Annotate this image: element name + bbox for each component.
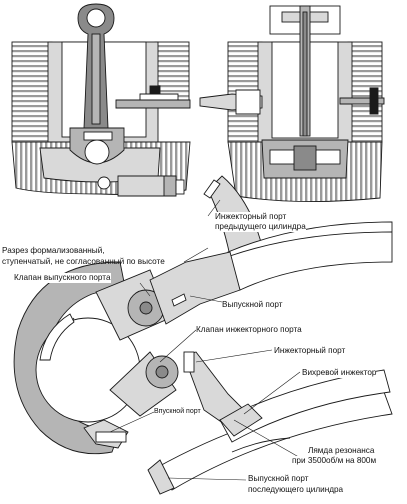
bottom-bearing bbox=[97, 176, 111, 190]
wrist-pin bbox=[84, 139, 110, 165]
r-right-injector-stem bbox=[369, 87, 379, 115]
leader-exhaust-port bbox=[189, 295, 223, 303]
right-engine-section bbox=[199, 5, 385, 203]
leader-intake bbox=[109, 411, 155, 433]
side-pipe bbox=[117, 175, 171, 197]
label-injector-port: Инжекторный порт bbox=[274, 346, 346, 356]
label-lambda-line1: Лямда резонанса bbox=[308, 446, 375, 456]
next-exhaust-flange bbox=[147, 459, 175, 495]
right-fins-outer bbox=[154, 41, 190, 101]
injector-body bbox=[115, 99, 191, 109]
side-pipe-flange bbox=[163, 175, 177, 197]
leader-cut bbox=[183, 247, 209, 263]
leader-injector-port bbox=[195, 349, 273, 363]
label-exhaust-port: Выпускной порт bbox=[222, 300, 283, 310]
label-cut-line1: Разрез формализованный, bbox=[2, 246, 105, 255]
leader-injector-valve bbox=[159, 329, 197, 363]
label-next-exhaust-line2: последующего цилиндра bbox=[248, 485, 344, 495]
injector-valve-hub bbox=[155, 365, 169, 379]
exhaust-port-duct bbox=[149, 251, 241, 325]
r-crank-pin bbox=[293, 145, 317, 171]
prev-injector-flange bbox=[203, 179, 221, 199]
leader-lines bbox=[109, 199, 305, 481]
plan-view bbox=[13, 175, 393, 495]
injector-plate bbox=[139, 93, 179, 101]
label-intake-port: Впускной порт bbox=[154, 407, 201, 417]
side-pipe-end bbox=[175, 179, 185, 195]
leader-vortex bbox=[243, 371, 301, 415]
r-left-injector-cap bbox=[235, 89, 261, 115]
leader-exhaust-valve bbox=[139, 282, 151, 297]
piston-window bbox=[83, 131, 113, 141]
left-engine-section bbox=[11, 3, 191, 197]
rod-slot bbox=[91, 33, 101, 125]
small-end-hole bbox=[86, 8, 106, 28]
left-fins-outer bbox=[11, 41, 53, 143]
vortex-injector bbox=[219, 403, 263, 437]
exhaust-valve-hub bbox=[139, 301, 153, 315]
vortex-line bbox=[231, 437, 291, 453]
exhaust-port-flange bbox=[171, 293, 187, 307]
label-lambda-line2: при 3500об/м на 800м bbox=[292, 456, 377, 466]
leader-next-exhaust bbox=[167, 477, 247, 481]
label-injector-valve: Клапан инжекторного порта bbox=[196, 325, 302, 335]
label-vortex-injector: Вихревой инжектор bbox=[302, 368, 377, 378]
upper-exhaust-pipe bbox=[227, 221, 393, 291]
leader-lambda bbox=[233, 419, 305, 461]
label-next-exhaust-line1: Выпускной порт bbox=[248, 474, 309, 484]
lower-exhaust-pipe bbox=[219, 369, 391, 443]
label-cut-line2: ступенчатый, не согласованный по высоте bbox=[2, 257, 165, 266]
disc-slot bbox=[39, 313, 75, 361]
intake-port-flange bbox=[95, 431, 127, 443]
label-exhaust-valve: Клапан выпускного порта bbox=[14, 273, 111, 283]
injector-port-flange bbox=[183, 351, 195, 373]
upper-exhaust-line bbox=[229, 231, 393, 257]
label-prev-injector-port: Инжекторный порт предыдущего цилиндра bbox=[215, 212, 306, 232]
leader-prev-injector bbox=[207, 199, 221, 217]
r-rod-core bbox=[302, 11, 308, 137]
